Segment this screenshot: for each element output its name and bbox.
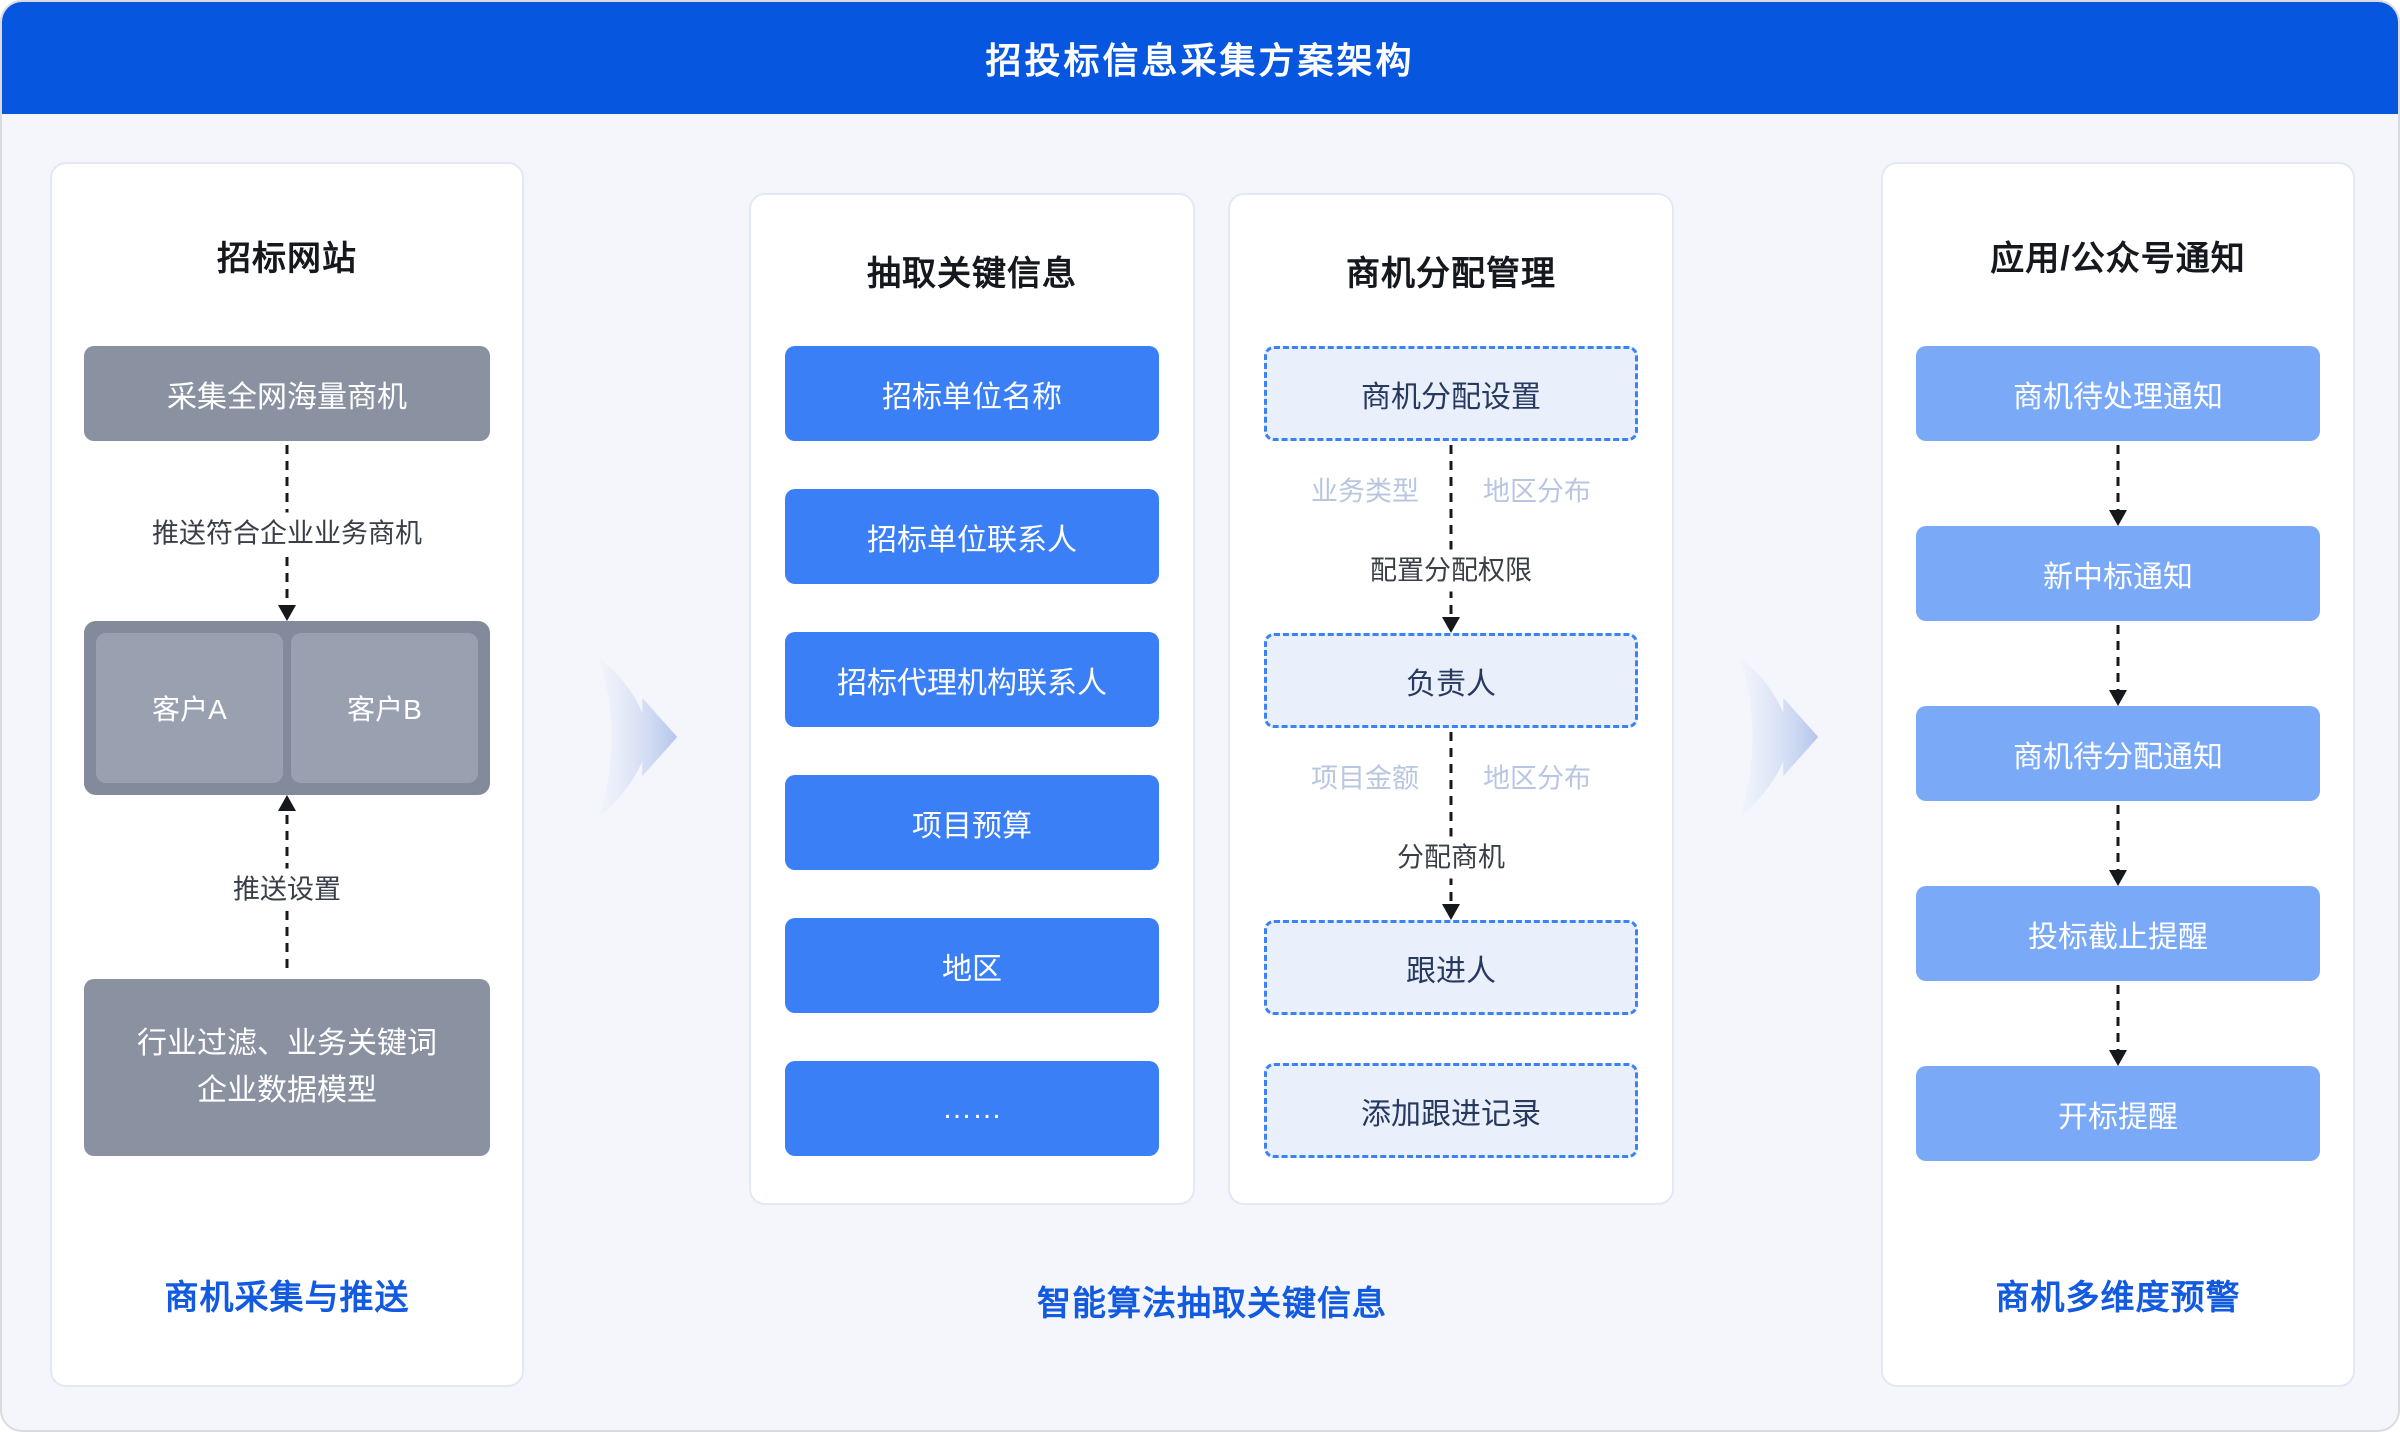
card-assignment-management: 商机分配管理 商机分配设置 业务类型 地区分布 配置分配权限 负责人 项目金额 … — [1228, 193, 1674, 1205]
card-head: 商机分配管理 — [1230, 195, 1672, 346]
connector-label: 推送设置 — [52, 868, 522, 911]
card-head: 应用/公众号通知 — [1883, 164, 2353, 346]
card-title-extract-info: 抽取关键信息 — [867, 255, 1077, 293]
card-head: 抽取关键信息 — [751, 195, 1193, 346]
footer-smart-algorithm: 智能算法抽取关键信息 — [1037, 1285, 1387, 1323]
arrow-down-icon — [2109, 690, 2127, 706]
diagram-content: 招标网站 采集全网海量商机 推送符合企业业务商机 客户A 客户B 推送设置 行业… — [2, 114, 2398, 1430]
page-title: 招投标信息采集方案架构 — [985, 40, 1415, 81]
tag-region-distribution: 地区分布 — [1483, 763, 1591, 794]
filter-line-2: 企业数据模型 — [197, 1073, 377, 1107]
filter-line-1: 行业过滤、业务关键词 — [137, 1027, 437, 1060]
spacer — [1230, 1015, 1672, 1063]
dashed-line — [2116, 625, 2120, 702]
arrow-down-icon — [2109, 870, 2127, 886]
footer-collect-push: 商机采集与推送 — [164, 1279, 410, 1317]
connector-label: 推送符合企业业务商机 — [52, 512, 522, 555]
tag-business-type: 业务类型 — [1311, 476, 1419, 507]
node-follower: 跟进人 — [1264, 920, 1638, 1015]
node-assignment-settings: 商机分配设置 — [1264, 346, 1638, 441]
node-owner: 负责人 — [1264, 633, 1638, 728]
arrow-down-icon — [2109, 1050, 2127, 1066]
node-extract-item: 招标单位联系人 — [785, 489, 1159, 584]
arrow-up-icon — [278, 795, 296, 811]
tag-region-distribution: 地区分布 — [1483, 476, 1591, 507]
connector-assign-opportunity: 项目金额 地区分布 分配商机 — [1230, 728, 1672, 920]
node-customers-group: 客户A 客户B — [84, 621, 490, 795]
node-customer-a: 客户A — [96, 633, 283, 783]
dashed-line — [2116, 985, 2120, 1062]
card-head: 招标网站 — [52, 164, 522, 346]
card-title-bidding-websites: 招标网站 — [217, 239, 357, 278]
tag-project-amount: 项目金额 — [1311, 763, 1419, 794]
node-extract-item: 地区 — [785, 918, 1159, 1013]
node-notify-item: 商机待分配通知 — [1916, 706, 2320, 801]
connector-notify — [1883, 621, 2353, 706]
footer-multi-dimension-alert: 商机多维度预警 — [1995, 1279, 2241, 1317]
connector-configure-permission: 业务类型 地区分布 配置分配权限 — [1230, 441, 1672, 633]
flow-chevron-icon — [1739, 657, 1819, 817]
card-bidding-websites: 招标网站 采集全网海量商机 推送符合企业业务商机 客户A 客户B 推送设置 行业… — [50, 162, 524, 1387]
arrow-down-icon — [278, 605, 296, 621]
node-extract-item: 招标代理机构联系人 — [785, 632, 1159, 727]
node-notify-item: 新中标通知 — [1916, 526, 2320, 621]
connector-tags: 业务类型 地区分布 — [1230, 470, 1672, 509]
arrow-down-icon — [1442, 904, 1460, 920]
connector-tags: 项目金额 地区分布 — [1230, 757, 1672, 796]
dashed-line — [1449, 445, 1453, 629]
arrow-down-icon — [1442, 617, 1460, 633]
node-extract-item: …… — [785, 1061, 1159, 1156]
connector-push-settings: 推送设置 — [52, 795, 522, 979]
node-collect-opportunities: 采集全网海量商机 — [84, 346, 490, 441]
node-extract-item: 项目预算 — [785, 775, 1159, 870]
dashed-line — [2116, 805, 2120, 882]
connector-notify — [1883, 801, 2353, 886]
card-app-notifications: 应用/公众号通知 商机待处理通知 新中标通知 商机待分配通知 投标截止提醒 — [1881, 162, 2355, 1387]
connector-action: 分配商机 — [1230, 835, 1672, 879]
node-notify-item: 商机待处理通知 — [1916, 346, 2320, 441]
node-industry-filter: 行业过滤、业务关键词 企业数据模型 — [84, 979, 490, 1156]
card-title-notifications: 应用/公众号通知 — [1990, 239, 2246, 278]
connector-action: 配置分配权限 — [1230, 548, 1672, 592]
connector-notify — [1883, 981, 2353, 1066]
dashed-line — [2116, 445, 2120, 522]
flow-chevron-icon — [598, 657, 678, 817]
node-notify-item: 投标截止提醒 — [1916, 886, 2320, 981]
card-title-assignment: 商机分配管理 — [1346, 255, 1556, 293]
node-add-follow-record: 添加跟进记录 — [1264, 1063, 1638, 1158]
arrow-down-icon — [2109, 510, 2127, 526]
node-extract-item: 招标单位名称 — [785, 346, 1159, 441]
connector-push-matching: 推送符合企业业务商机 — [52, 441, 522, 621]
header-bar: 招投标信息采集方案架构 — [2, 2, 2398, 114]
node-notify-item: 开标提醒 — [1916, 1066, 2320, 1161]
card-extract-info: 抽取关键信息 招标单位名称 招标单位联系人 招标代理机构联系人 项目预算 地区 … — [749, 193, 1195, 1205]
node-customer-b: 客户B — [291, 633, 478, 783]
connector-notify — [1883, 441, 2353, 526]
dashed-line — [1449, 732, 1453, 916]
